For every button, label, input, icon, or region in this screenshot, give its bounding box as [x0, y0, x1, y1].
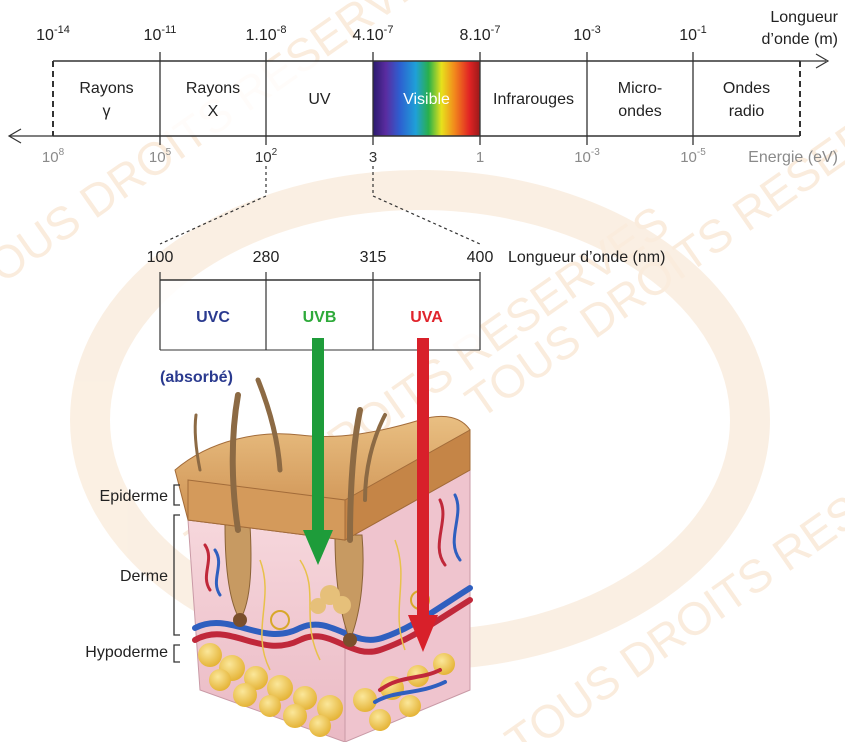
region-label-line2: radio — [729, 103, 765, 120]
energy-tick-label: 108 — [42, 147, 65, 166]
tick-base: 8.10 — [460, 27, 491, 44]
wavelength-axis-label: Longueur — [770, 9, 838, 26]
uv-tick-label: 400 — [467, 249, 494, 266]
tick-exponent: 2 — [272, 147, 278, 158]
skin-layer-label: Epiderme — [100, 488, 169, 505]
energy-tick-label: 10-3 — [574, 147, 600, 166]
uv-band-label: UVC — [196, 309, 230, 326]
wavelength-tick-label: 10-11 — [144, 24, 177, 44]
uv-axis-label: Longueur d’onde (nm) — [508, 249, 665, 266]
energy-tick-label: 1 — [476, 149, 484, 166]
uv-band-label: UVA — [410, 309, 443, 326]
tick-exponent: -14 — [54, 24, 70, 36]
region-label: Micro- — [618, 80, 662, 97]
energy-arrow — [9, 129, 53, 143]
energy-axis-label: Energie (eV) — [748, 149, 838, 166]
wavelength-axis-label-unit: d’onde (m) — [762, 31, 838, 48]
watermark-text: TOUS DROITS RESERVES — [0, 0, 458, 308]
tick-exponent: 5 — [166, 147, 172, 158]
tick-base: 3 — [369, 149, 377, 166]
wavelength-tick-label: 10-14 — [36, 24, 70, 44]
region-label: Rayons — [186, 80, 240, 97]
tick-exponent: 8 — [59, 147, 65, 158]
tick-exponent: -8 — [277, 24, 287, 36]
tick-base: 10 — [42, 149, 59, 166]
tick-exponent: -1 — [697, 24, 707, 36]
tick-base: 10 — [149, 149, 166, 166]
region-label-line2: γ — [103, 103, 111, 120]
tick-exponent: -5 — [697, 147, 706, 158]
wavelength-tick-label: 8.10-7 — [460, 24, 501, 44]
uv-band-label: UVB — [303, 309, 337, 326]
tick-exponent: -7 — [384, 24, 394, 36]
skin-layer-label: Derme — [120, 568, 168, 585]
energy-tick-label: 102 — [255, 147, 278, 166]
wavelength-tick-label: 10-3 — [573, 24, 601, 44]
energy-tick-label: 10-5 — [680, 147, 706, 166]
wavelength-tick-label: 4.10-7 — [353, 24, 394, 44]
tick-base: 10 — [255, 149, 272, 166]
tick-base: 1 — [476, 149, 484, 166]
tick-base: 4.10 — [353, 27, 384, 44]
region-label: Visible — [403, 91, 450, 108]
tick-exponent: -7 — [491, 24, 501, 36]
region-label-line2: ondes — [618, 103, 662, 120]
wavelength-arrow — [800, 54, 828, 68]
tick-exponent: -3 — [591, 24, 601, 36]
tick-base: 10 — [679, 27, 697, 44]
tick-base: 10 — [680, 149, 697, 166]
region-label: Ondes — [723, 80, 770, 97]
wavelength-tick-label: 10-1 — [679, 24, 707, 44]
region-label-line2: X — [208, 103, 219, 120]
tick-base: 10 — [36, 27, 54, 44]
tick-base: 1.10 — [246, 27, 277, 44]
region-label: Rayons — [79, 80, 133, 97]
uv-tick-label: 315 — [360, 249, 387, 266]
region-label: Infrarouges — [493, 91, 574, 108]
tick-exponent: -11 — [161, 24, 176, 36]
tick-exponent: -3 — [591, 147, 600, 158]
energy-tick-label: 3 — [369, 149, 377, 166]
skin-layer-label: Hypoderme — [85, 644, 168, 661]
uv-tick-label: 280 — [253, 249, 280, 266]
region-label: UV — [308, 91, 331, 108]
tick-base: 10 — [573, 27, 591, 44]
uvc-absorbed-note: (absorbé) — [160, 369, 233, 386]
uv-tick-label: 100 — [147, 249, 174, 266]
tick-base: 10 — [574, 149, 591, 166]
tick-base: 10 — [144, 27, 162, 44]
